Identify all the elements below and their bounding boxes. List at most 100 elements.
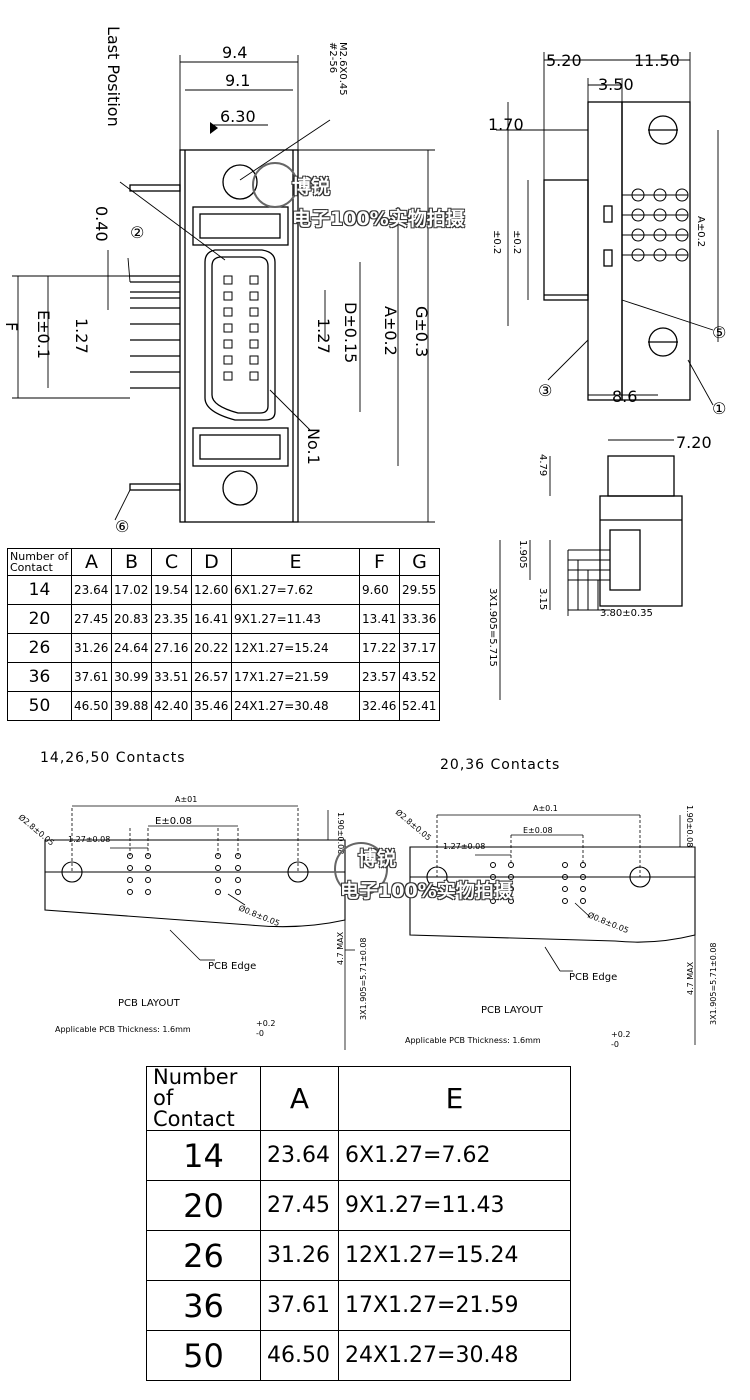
pcb-left-hole-big: Ø2.8±0.05 (17, 812, 57, 848)
col-header-a: A (71, 548, 112, 576)
pcb-left-rows: 3X1.905=5.71±0.08 (359, 937, 368, 1020)
pcb-right-rows: 3X1.905=5.71±0.08 (709, 942, 718, 1025)
connector-side-view: 5.20 11.50 3.50 1.70 ±0.2 ±0.2 A±0.2 8.6… (488, 51, 726, 418)
cell-n: 36 (146, 1280, 261, 1331)
cell-g: 52.41 (399, 691, 440, 721)
dim-6-30: 6.30 (220, 107, 256, 126)
cell-g: 29.55 (399, 575, 440, 605)
cell-e: 24X1.27=30.48 (231, 691, 360, 721)
last-position-label: Last Position (104, 26, 123, 127)
col-header-b: B (111, 548, 152, 576)
cell-d: 16.41 (191, 604, 232, 634)
callout-5: ⑤ (712, 323, 726, 342)
dim-11-50: 11.50 (634, 51, 680, 70)
header-number: Number (10, 550, 55, 563)
cell-c: 33.51 (151, 662, 192, 692)
cell-d: 12.60 (191, 575, 232, 605)
cell-a: 31.26 (260, 1230, 339, 1281)
pcb-left-tol-up: +0.2 (256, 1019, 275, 1028)
watermark-logo-mid (334, 842, 388, 896)
cell-n: 36 (7, 662, 72, 692)
cell-a: 23.64 (260, 1130, 339, 1181)
col-header-a: A (260, 1066, 339, 1131)
pcb-right-pitch: 1.27±0.08 (443, 842, 485, 851)
pcb-layout-left: A±01 E±0.08 1.27±0.08 Ø2.8±0.05 Ø0.8±0.0… (17, 795, 368, 1050)
cell-f: 13.41 (359, 604, 400, 634)
dim-side-tol-1: ±0.2 (491, 230, 502, 254)
pcb-left-tol-down: -0 (256, 1029, 264, 1038)
watermark-mid-line1: 博锐 (358, 848, 397, 870)
callout-1: ① (712, 399, 726, 418)
table-row: 50 46.50 39.88 42.40 35.46 24X1.27=30.48… (7, 691, 440, 721)
cell-n: 26 (7, 633, 72, 663)
dim-3-80: 3.80±0.35 (600, 608, 653, 619)
pcb-left-max: 4.7 MAX (336, 931, 345, 965)
table-row: 50 46.50 24X1.27=30.48 (146, 1330, 571, 1381)
cell-a: 37.61 (71, 662, 112, 692)
cell-n: 20 (7, 604, 72, 634)
pcb-right-tol-down: -0 (611, 1040, 619, 1049)
cell-c: 19.54 (151, 575, 192, 605)
cell-c: 23.35 (151, 604, 192, 634)
connector-front-view: 9.4 9.1 6.30 #2-56 M2.6X0.45 Last Positi… (2, 26, 435, 536)
cell-e: 17X1.27=21.59 (231, 662, 360, 692)
cell-d: 35.46 (191, 691, 232, 721)
watermark-logo-top (252, 162, 298, 208)
dim-0-40: 0.40 (92, 206, 111, 242)
cell-e: 9X1.27=11.43 (338, 1180, 571, 1231)
cell-b: 17.02 (111, 575, 152, 605)
cell-c: 27.16 (151, 633, 192, 663)
cell-a: 37.61 (260, 1280, 339, 1331)
cell-e: 17X1.27=21.59 (338, 1280, 571, 1331)
table-row: 26 31.26 12X1.27=15.24 (146, 1230, 571, 1281)
cell-f: 32.46 (359, 691, 400, 721)
cell-e: 12X1.27=15.24 (231, 633, 360, 663)
header-contact: Contact (153, 1107, 235, 1131)
pcb-layout-right: A±0.1 E±0.08 1.27±0.08 Ø2.8±0.05 Ø0.8±0.… (394, 804, 718, 1049)
table-row: 36 37.61 30.99 33.51 26.57 17X1.27=21.59… (7, 662, 440, 692)
cell-g: 37.17 (399, 633, 440, 663)
watermark-top-line2: 电子100%实物拍摄 (292, 208, 465, 230)
col-header-e: E (338, 1066, 571, 1131)
pcb-right-hole-big: Ø2.8±0.05 (394, 807, 434, 843)
dim-f: F (2, 322, 21, 331)
pcb-left-layout-label: PCB LAYOUT (118, 998, 181, 1009)
cell-e: 6X1.27=7.62 (338, 1130, 571, 1181)
cell-a: 23.64 (71, 575, 112, 605)
table-header-row: Number of Contact A B C D E F G (7, 548, 440, 576)
watermark-top-line1: 博锐 (292, 176, 331, 198)
pcb-right-title: 20,36 Contacts (440, 757, 561, 773)
pcb-right-edge: PCB Edge (569, 972, 617, 983)
header-of: of (57, 550, 69, 563)
contact-table: Number of Contact A E 14 23.64 6X1.27=7.… (146, 1066, 571, 1381)
dim-7-20: 7.20 (676, 433, 712, 452)
pcb-left-edge: PCB Edge (208, 961, 256, 972)
header-number: Number (153, 1065, 238, 1089)
cell-a: 46.50 (260, 1330, 339, 1381)
number-of-contact-header: Number of Contact (146, 1065, 261, 1131)
pcb-right-layout-label: PCB LAYOUT (481, 1005, 544, 1016)
cell-n: 50 (146, 1330, 261, 1381)
pcb-right-thickness: Applicable PCB Thickness: 1.6mm (405, 1036, 541, 1045)
pcb-right-hole-small: Ø0.8±0.05 (586, 910, 630, 936)
col-header-g: G (399, 548, 440, 576)
dim-1-70: 1.70 (488, 115, 524, 134)
pcb-left-top-dim: 1.90±0.08 (336, 812, 345, 854)
table-row: 20 27.45 20.83 23.35 16.41 9X1.27=11.43 … (7, 604, 440, 634)
callout-2: ② (130, 223, 144, 242)
cell-b: 30.99 (111, 662, 152, 692)
cell-d: 20.22 (191, 633, 232, 663)
dim-thread-2: M2.6X0.45 (337, 42, 348, 96)
pcb-left-title: 14,26,50 Contacts (40, 750, 186, 766)
col-header-f: F (359, 548, 400, 576)
cell-n: 14 (7, 575, 72, 605)
dim-1-27-left: 1.27 (72, 318, 91, 354)
dim-3-50: 3.50 (598, 75, 634, 94)
dim-9-1: 9.1 (225, 71, 250, 90)
dim-9-4: 9.4 (222, 43, 247, 62)
pcb-left-e-dim: E±0.08 (155, 816, 192, 827)
table-row: 20 27.45 9X1.27=11.43 (146, 1180, 571, 1231)
pcb-left-thickness: Applicable PCB Thickness: 1.6mm (55, 1025, 191, 1034)
table-header-row: Number of Contact A E (146, 1065, 571, 1131)
pcb-left-a-dim: A±01 (175, 795, 197, 804)
